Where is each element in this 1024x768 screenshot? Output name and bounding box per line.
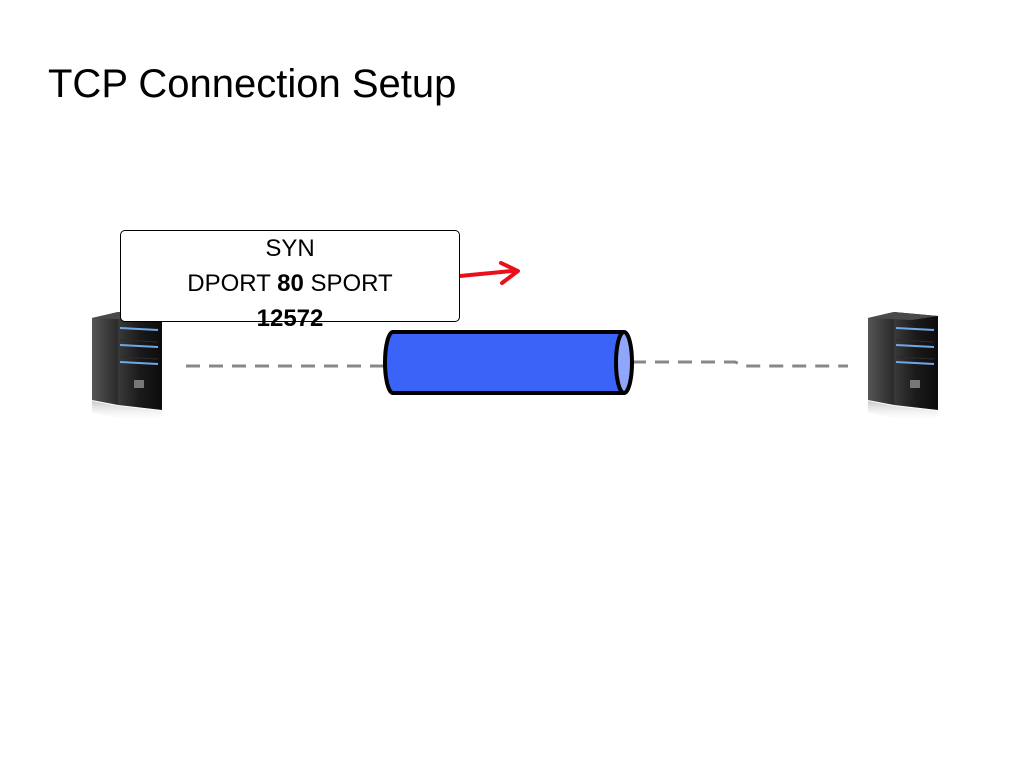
packet-flag: SYN [265,235,315,262]
link-right [632,360,848,368]
dport-value: 80 [277,270,304,297]
slide-title: TCP Connection Setup [48,62,457,106]
pipe-icon [383,330,634,395]
server-icon [868,312,938,422]
dport-label: DPORT [187,270,271,297]
packet-ports: DPORT 80 SPORT [121,266,459,301]
syn-packet-label: SYN DPORT 80 SPORT 12572 [120,230,460,332]
sport-value: 12572 [256,305,324,332]
arrow-right-icon [458,261,520,285]
sport-label: SPORT [310,270,393,297]
server-icon [92,312,162,422]
